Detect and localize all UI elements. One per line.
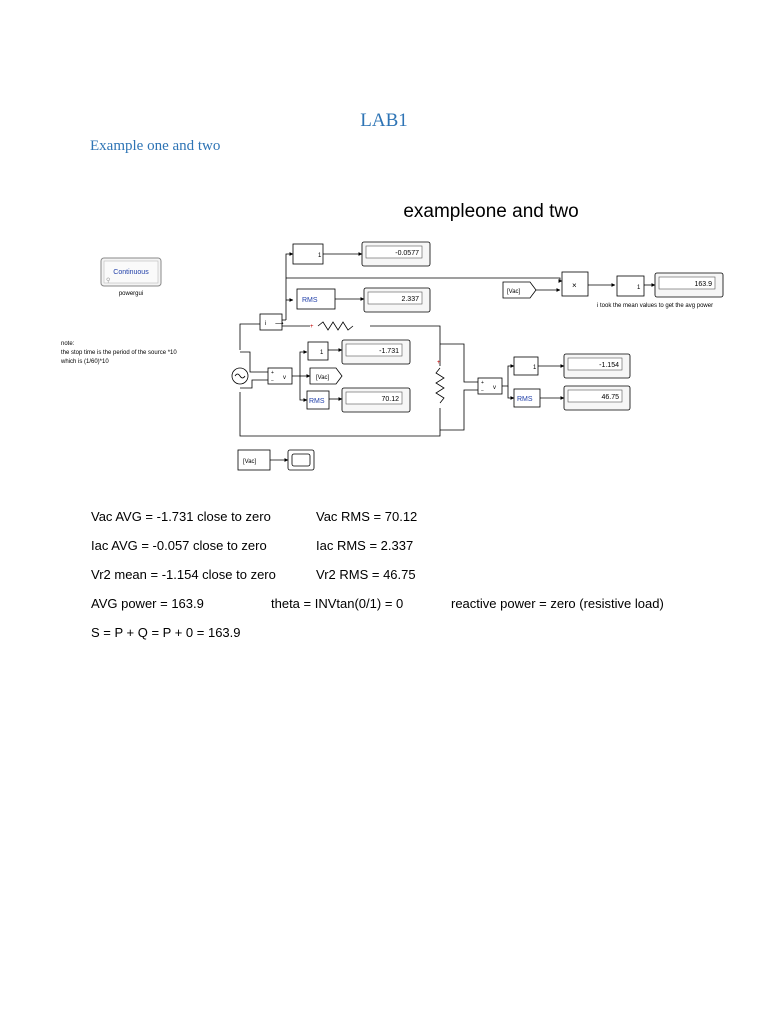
svg-text:v: v — [283, 375, 286, 381]
document-title: LAB1 — [360, 110, 408, 131]
scope-from-vac-label: [Vac] — [243, 459, 257, 465]
vac-mean-block-label: 1 — [320, 350, 324, 356]
voltage-measurement-block-2[interactable]: + − v — [477, 377, 503, 395]
resistor-2[interactable] — [435, 367, 445, 404]
result-reactive-power: reactive power = zero (resistive load) — [451, 596, 664, 611]
result-vac-avg: Vac AVG = -1.731 close to zero — [91, 509, 271, 524]
vr2-rms-block-label: RMS — [517, 396, 533, 403]
vr2-mean-block[interactable]: 1 — [513, 356, 539, 376]
goto-vac-tag[interactable]: [Vac] — [309, 367, 343, 385]
model-note-line-2: the stop time is the period of the sourc… — [61, 350, 177, 356]
document-subtitle: Example one and two — [90, 138, 221, 154]
result-vr2-rms: Vr2 RMS = 46.75 — [316, 567, 416, 582]
svg-text:−: − — [481, 388, 484, 394]
result-iac-rms: Iac RMS = 2.337 — [316, 538, 414, 553]
svg-text:i: i — [265, 321, 266, 327]
svg-text:v: v — [493, 385, 496, 391]
from-vac-tag[interactable]: [Vac] — [502, 281, 537, 299]
vac-mean-block[interactable]: 1 — [307, 341, 329, 361]
result-iac-avg: Iac AVG = -0.057 close to zero — [91, 538, 267, 553]
simulink-model-diagram: exampleone and two Continuous ⚲ powergui… — [60, 201, 724, 471]
display-iac-rms-value: 2.337 — [401, 296, 419, 303]
iac-rms-block-label: RMS — [302, 297, 318, 304]
svg-text:+: + — [481, 380, 484, 386]
display-vr2-rms-value: 46.75 — [601, 394, 619, 401]
result-theta: theta = INVtan(0/1) = 0 — [271, 596, 404, 611]
svg-text:−: − — [271, 378, 274, 384]
product-block-label: × — [572, 281, 577, 290]
model-note-line-3: which is (1/60)*10 — [60, 359, 109, 365]
avg-power-annotation: i took the mean values to get the avg po… — [597, 303, 713, 309]
product-block[interactable]: × — [561, 271, 589, 297]
display-iac-rms[interactable]: 2.337 — [363, 287, 431, 313]
vac-rms-block-label: RMS — [309, 398, 325, 405]
display-avg-power-value: 163.9 — [694, 281, 712, 288]
display-vr2-mean-value: -1.154 — [599, 362, 619, 369]
display-vac-mean-value: -1.731 — [379, 348, 399, 355]
ac-voltage-source[interactable] — [231, 367, 249, 385]
display-vr2-mean[interactable]: -1.154 — [563, 353, 631, 379]
powergui-block-label: Continuous — [113, 269, 149, 276]
resistor-1-mark: + — [310, 324, 314, 330]
result-avg-power: AVG power = 163.9 — [91, 596, 204, 611]
resistor-1[interactable] — [317, 321, 354, 331]
display-iac-mean-value: -0.0577 — [395, 250, 419, 257]
model-note-line-1: note: — [61, 341, 75, 347]
powergui-block[interactable]: Continuous ⚲ — [100, 257, 162, 287]
vr2-rms-block[interactable]: RMS — [513, 388, 541, 408]
display-vac-rms[interactable]: 70.12 — [341, 387, 411, 413]
goto-vac-label: [Vac] — [316, 375, 330, 381]
display-vac-rms-value: 70.12 — [381, 396, 399, 403]
scope-from-vac-tag[interactable]: [Vac] — [237, 449, 271, 471]
display-iac-mean[interactable]: -0.0577 — [361, 241, 431, 267]
powergui-name: powergui — [119, 291, 143, 297]
vr2-mean-block-label: 1 — [533, 365, 537, 371]
display-avg-power[interactable]: 163.9 — [654, 272, 724, 298]
iac-rms-block[interactable]: RMS — [296, 288, 336, 310]
result-apparent-power: S = P + Q = P + 0 = 163.9 — [91, 625, 241, 640]
iac-mean-block[interactable]: 1 — [292, 243, 324, 265]
result-vac-rms: Vac RMS = 70.12 — [316, 509, 418, 524]
display-vac-mean[interactable]: -1.731 — [341, 339, 411, 365]
model-title: exampleone and two — [403, 201, 578, 222]
display-vr2-rms[interactable]: 46.75 — [563, 385, 631, 411]
scope-block[interactable] — [287, 449, 315, 471]
powergui-icon: ⚲ — [106, 277, 110, 284]
svg-text:⟶: ⟶ — [275, 321, 284, 327]
resistor-2-mark: + — [437, 360, 441, 366]
current-measurement-block[interactable]: i ⟶ — [259, 313, 284, 331]
svg-text:+: + — [271, 370, 274, 376]
vac-rms-block[interactable]: RMS — [306, 390, 330, 410]
from-vac-label: [Vac] — [507, 289, 521, 295]
power-mean-block-label: 1 — [637, 285, 641, 291]
power-mean-block[interactable]: 1 — [616, 275, 645, 297]
iac-mean-block-label: 1 — [318, 253, 322, 259]
result-vr2-mean: Vr2 mean = -1.154 close to zero — [91, 567, 276, 582]
voltage-measurement-block[interactable]: + − v — [267, 367, 293, 385]
